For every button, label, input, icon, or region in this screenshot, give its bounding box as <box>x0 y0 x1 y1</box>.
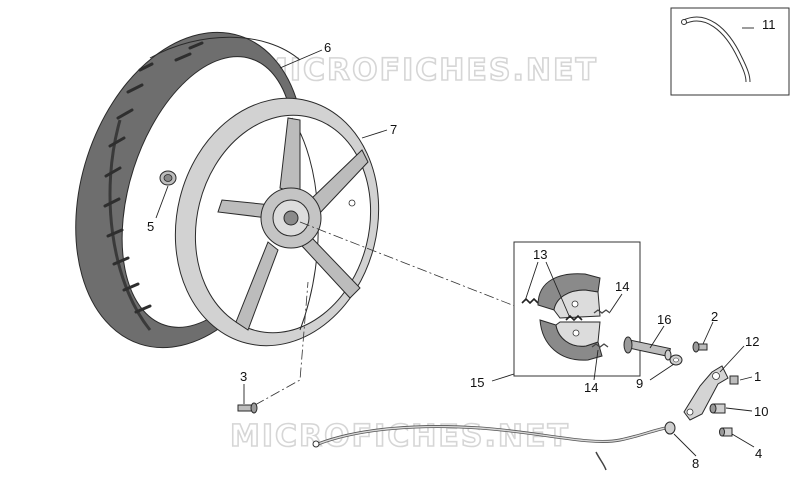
pin-part <box>719 427 733 437</box>
leader-lines <box>155 27 755 457</box>
watermark-bottom: MICROFICHES.NET <box>230 419 570 454</box>
washer-part <box>669 354 683 366</box>
callout-10: 10 <box>754 404 768 419</box>
inset-box-part-11 <box>670 7 790 96</box>
callout-13: 13 <box>533 247 547 262</box>
rim-part <box>174 97 380 347</box>
callout-15: 15 <box>470 375 484 390</box>
brake-cable-part <box>312 421 676 471</box>
callout-1: 1 <box>754 369 761 384</box>
brake-shoe-group-box <box>513 241 641 377</box>
nut-part <box>729 375 739 385</box>
callout-14-lower: 14 <box>584 380 598 395</box>
callout-16: 16 <box>657 312 671 327</box>
callout-7: 7 <box>390 122 397 137</box>
bolt-part <box>237 402 258 414</box>
callout-12: 12 <box>745 334 759 349</box>
callout-3: 3 <box>240 369 247 384</box>
screw-part-2 <box>692 341 708 353</box>
callout-4: 4 <box>755 446 762 461</box>
adjuster-part <box>709 403 726 414</box>
callout-2: 2 <box>711 309 718 324</box>
brake-cam-shaft-part <box>623 336 672 361</box>
callout-8: 8 <box>692 456 699 471</box>
callout-11: 11 <box>762 17 776 32</box>
callout-6: 6 <box>324 40 331 55</box>
callout-14-upper: 14 <box>615 279 629 294</box>
bolt-centerline <box>254 281 309 406</box>
watermark-top: MICROFICHES.NET <box>258 53 598 88</box>
brake-lever-part <box>683 365 729 421</box>
callout-9: 9 <box>636 376 643 391</box>
valve-part <box>159 170 177 186</box>
callout-5: 5 <box>147 219 154 234</box>
axle-centerline <box>299 221 641 356</box>
